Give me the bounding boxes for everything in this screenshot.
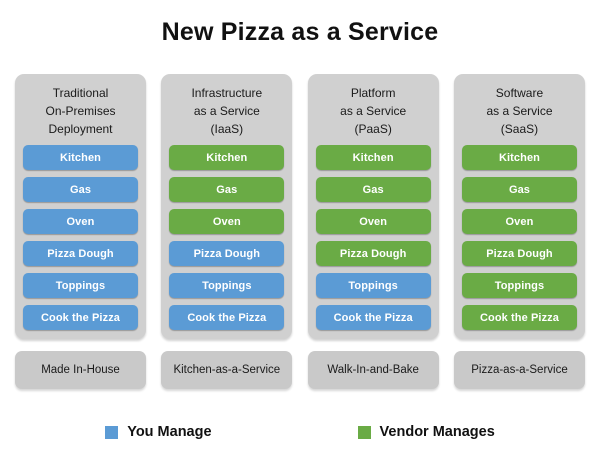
service-footer-label[interactable]: Pizza-as-a-Service (453, 351, 585, 389)
stack-layer[interactable]: Toppings (461, 273, 577, 298)
stack-layer[interactable]: Kitchen (315, 145, 431, 170)
stack-layer[interactable]: Cook the Pizza (461, 305, 577, 330)
stack-layer[interactable]: Cook the Pizza (23, 305, 138, 330)
service-footer-label[interactable]: Made In-House (15, 351, 146, 389)
stack-layer[interactable]: Toppings (315, 273, 431, 298)
service-card-title: Traditional On-Premises Deployment (45, 86, 116, 136)
stack-layer[interactable]: Kitchen (169, 145, 285, 170)
service-card-title: Software as a Service (SaaS) (486, 86, 553, 136)
legend-item: You Manage (105, 424, 212, 440)
stack-layer[interactable]: Gas (23, 177, 138, 202)
stack-layer[interactable]: Pizza Dough (169, 241, 285, 266)
stack-layer[interactable]: Pizza Dough (315, 241, 431, 266)
stack-layer[interactable]: Toppings (169, 273, 285, 298)
stack-layer[interactable]: Kitchen (461, 145, 577, 170)
stack-layer[interactable]: Oven (23, 209, 138, 234)
legend-swatch-icon (357, 425, 371, 439)
stack-layer[interactable]: Pizza Dough (461, 241, 577, 266)
stack-layer[interactable]: Cook the Pizza (315, 305, 431, 330)
stack-layer[interactable]: Oven (169, 209, 285, 234)
stack-layer[interactable]: Oven (315, 209, 431, 234)
service-footer-label[interactable]: Kitchen-as-a-Service (161, 351, 293, 389)
stack-layer[interactable]: Pizza Dough (23, 241, 138, 266)
service-card-title: Platform as a Service (PaaS) (340, 86, 407, 136)
legend: You Manage Vendor Manages (0, 424, 600, 440)
stack-layer[interactable]: Cook the Pizza (169, 305, 285, 330)
stack-layer[interactable]: Oven (461, 209, 577, 234)
service-card-title: Infrastructure as a Service (IaaS) (191, 86, 263, 136)
service-card[interactable]: Infrastructure as a Service (IaaS) Kitche… (161, 74, 293, 339)
stack-layer[interactable]: Gas (315, 177, 431, 202)
stack-layer[interactable]: Toppings (23, 273, 138, 298)
service-footer-label[interactable]: Walk-In-and-Bake (307, 351, 439, 389)
legend-swatch-icon (105, 425, 119, 439)
stack-layer[interactable]: Gas (461, 177, 577, 202)
legend-label: Vendor Manages (379, 424, 495, 440)
page-title: New Pizza as a Service (161, 18, 439, 46)
legend-item: Vendor Manages (357, 424, 495, 440)
legend-label: You Manage (127, 424, 212, 440)
stack-layer[interactable]: Gas (169, 177, 285, 202)
service-column: Infrastructure as a Service (IaaS) Kitche… (161, 74, 293, 389)
stack-layer[interactable]: Kitchen (23, 145, 138, 170)
